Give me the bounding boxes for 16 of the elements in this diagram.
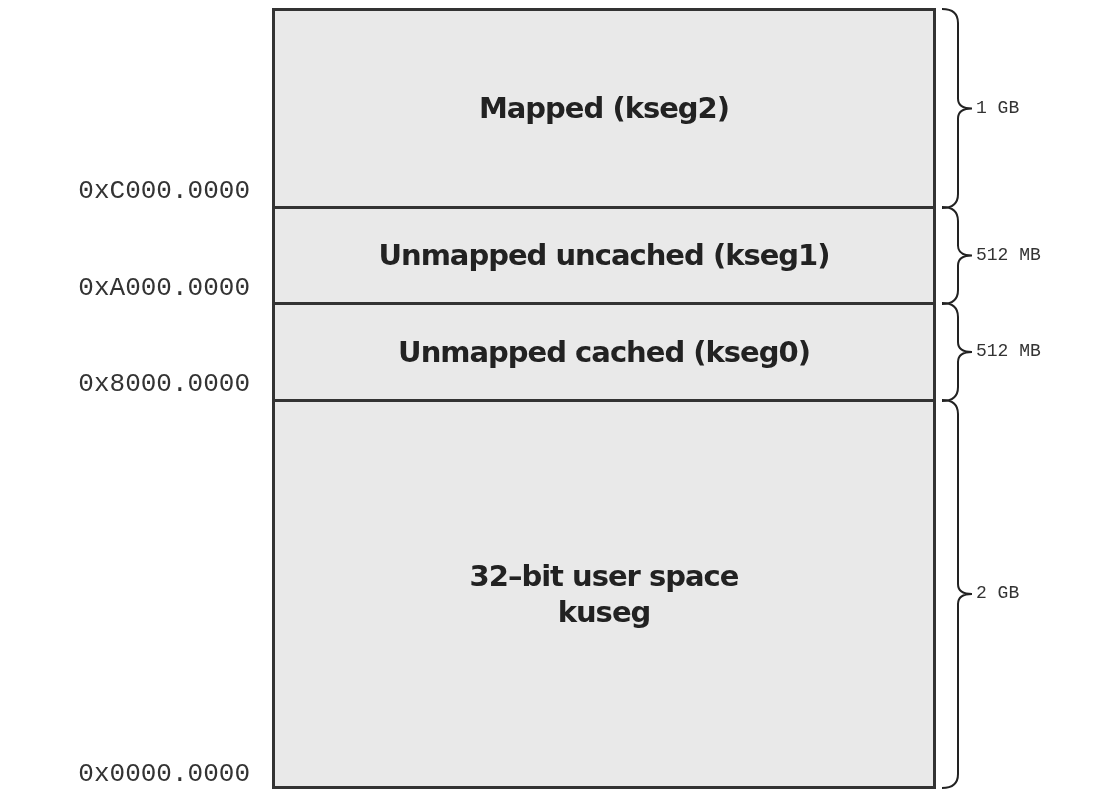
memory-segment-box	[272, 8, 936, 209]
memory-segment-box	[272, 206, 936, 305]
memory-segment-box	[272, 302, 936, 402]
size-label: 1 GB	[976, 97, 1020, 118]
address-label: 0xC000.0000	[78, 176, 250, 206]
address-label: 0x0000.0000	[78, 759, 250, 789]
segment-label: Unmapped uncached (kseg1)	[378, 237, 830, 274]
segment-label: Unmapped cached (kseg0)	[398, 333, 810, 371]
size-label: 512 MB	[976, 244, 1041, 265]
address-label: 0x8000.0000	[78, 369, 250, 399]
address-label: 0xA000.0000	[78, 273, 250, 303]
size-label: 512 MB	[976, 341, 1041, 361]
memory-segment-box	[272, 399, 936, 789]
segment-label: 32–bit user space kuseg	[469, 557, 739, 631]
segment-label: Mapped (kseg2)	[478, 90, 730, 127]
size-label: 2 GB	[976, 583, 1020, 603]
